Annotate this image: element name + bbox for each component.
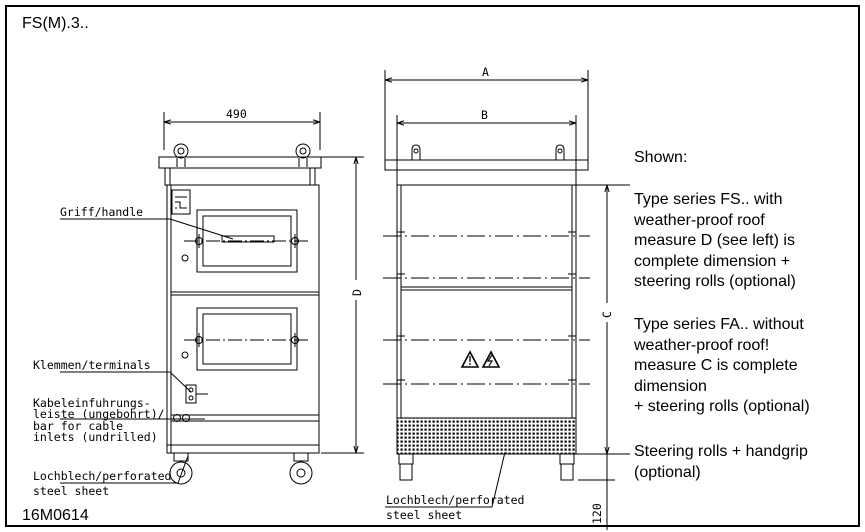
dim-120-label: 120 [590,503,604,524]
dim-b-label: B [481,108,488,122]
callout-perforated-right-1: Lochblech/perforated [386,493,524,507]
note-fa-line-1: Type series FA.. without [634,316,804,333]
note-fa-line-2: weather-proof roof! [634,336,770,354]
note-fs-line-4: complete dimension + [634,252,791,270]
note-fs-line-3: measure D (see left) is [634,232,795,249]
note-rolls-line-1: Steering rolls + handgrip [634,443,808,460]
callout-terminals: Klemmen/terminals [33,358,151,372]
dim-d-label: D [350,289,364,296]
callout-cable-bar-3: bar for cable [33,419,123,433]
dim-a-label: A [482,65,489,79]
note-shown-text: Shown: [634,149,688,166]
note-fs-line-2: weather-proof roof [634,211,765,229]
callout-cable-bar-1: Kabeleinfuhrungs- [33,396,151,410]
drawing-number: 16M0614 [22,507,89,524]
callout-cable-bar-2: leiste (ungebohrt)/ [33,407,165,421]
drawing-frame [5,5,860,527]
callout-perforated-right-2: steel sheet [386,508,462,522]
callout-perforated-left-2: steel sheet [33,484,109,498]
note-fa: Type series FA.. without weather-proof r… [634,315,839,418]
callout-leaders-left [60,218,234,484]
note-fa-line-3: measure C is complete [634,357,798,374]
note-rolls-line-2: (optional) [634,463,701,481]
callout-cable-bar-4: inlets (undrilled) [33,430,158,444]
side-view [158,112,364,485]
note-rolls: Steering rolls + handgrip (optional) [634,442,839,483]
note-fs-line-5: steering rolls (optional) [634,273,796,290]
dim-c-label: C [600,311,614,318]
note-shown: Shown: [634,148,839,169]
type-code-title: FS(M).3.. [22,15,89,32]
callout-leaders-right [385,184,630,508]
note-fs: Type series FS.. with weather-proof roof… [634,190,839,293]
callout-perforated-left-1: Lochblech/perforated [33,469,171,483]
dim-490-label: 490 [226,107,247,121]
front-view [383,70,615,530]
callout-handle: Griff/handle [60,205,143,219]
note-fa-line-5: + steering rolls (optional) [634,398,810,415]
note-fs-line-1: Type series FS.. with [634,191,783,208]
note-fa-line-4: dimension [634,377,707,395]
